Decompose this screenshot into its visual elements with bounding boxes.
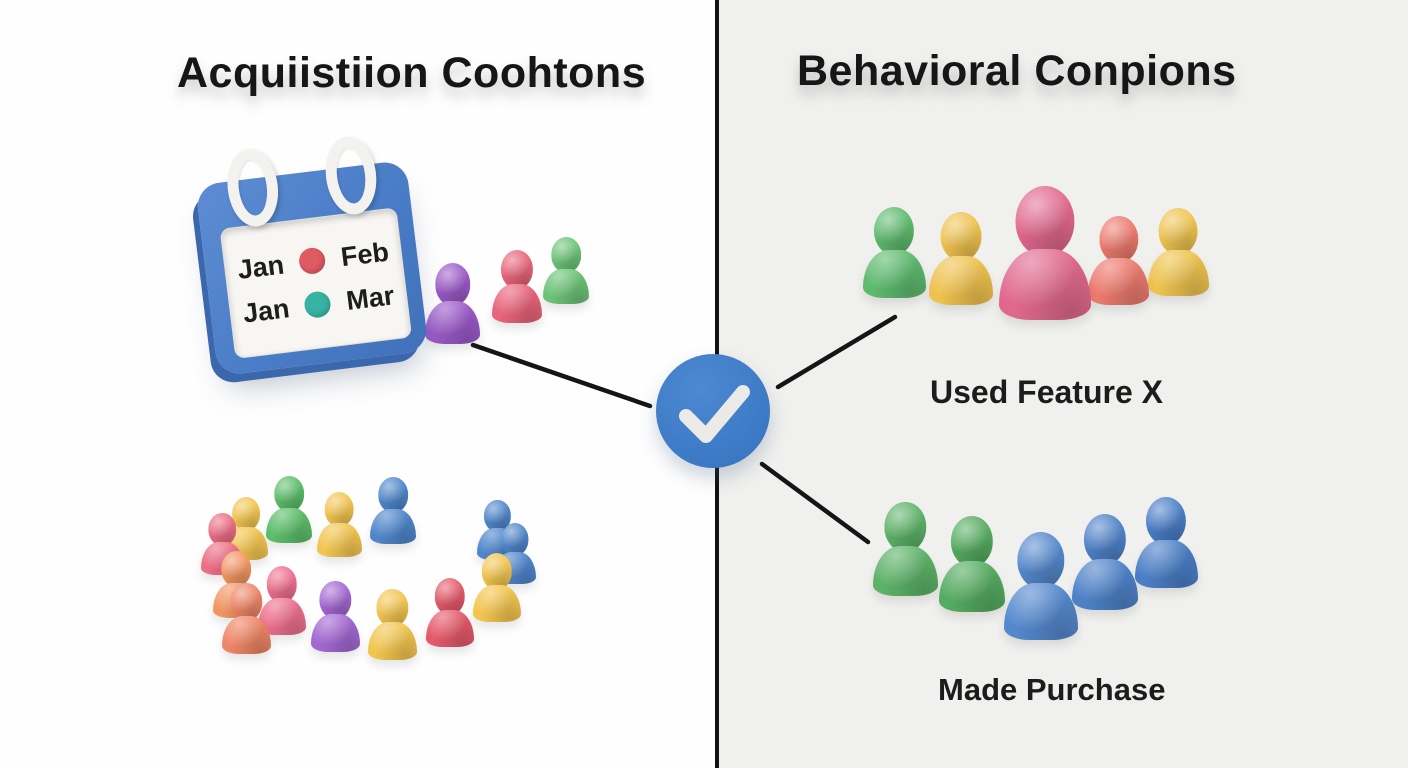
person-head [874,207,915,256]
calendar-month-label: Jan [241,293,292,329]
person-head [434,263,471,306]
calendar-row: Jan Feb [236,236,391,285]
person-head [950,516,994,567]
calendar-month-label: Jan [235,249,286,285]
calendar-row: Jan Mar [241,280,396,329]
person-figure [370,477,417,545]
person-torso [368,622,417,661]
person-head [1099,216,1139,264]
person-head [266,566,297,603]
connector-left-group [470,342,653,409]
person-head [221,551,251,587]
person-torso [939,561,1005,612]
person-head [1017,532,1065,589]
person-figure [873,502,938,597]
person-torso [317,522,362,558]
person-figure [1004,532,1078,640]
person-head [274,476,304,512]
person-figure [258,566,306,636]
person-head [884,502,927,552]
person-head [940,212,982,262]
person-figure [1135,497,1198,589]
person-head [1146,497,1187,546]
person-figure [939,516,1005,612]
person-torso [999,249,1092,321]
person-figure [492,250,543,323]
person-figure [311,581,360,653]
person-figure [1072,514,1138,610]
person-figure [929,212,994,306]
person-head [551,237,581,273]
person-head [208,513,237,547]
person-figure [999,186,1092,321]
person-figure [863,207,926,299]
calendar-month-label: Feb [339,236,391,273]
person-torso [929,255,994,306]
right-panel-background [717,0,1408,768]
person-head [376,589,409,627]
person-torso [1088,257,1150,306]
person-head [1083,514,1127,565]
person-head [325,492,354,527]
left-panel-title: Acquiistiion Coohtons [177,49,647,97]
person-figure [1088,216,1150,306]
person-head [481,553,512,590]
person-torso [222,616,271,655]
person-figure [368,589,417,661]
connector-purchase-group [759,461,871,545]
used-feature-label: Used Feature X [930,374,1163,410]
calendar-illustration: Jan Feb Jan Mar [195,133,429,377]
made-purchase-label: Made Purchase [938,672,1166,707]
connector-feature-group [775,314,898,390]
person-torso [863,249,926,299]
person-head [319,581,352,619]
person-torso [1072,559,1138,610]
person-torso [873,546,938,597]
person-head [1158,208,1198,255]
person-torso [311,614,360,653]
calendar-panel: Jan Feb Jan Mar [219,207,413,359]
person-figure [425,263,481,344]
person-head [501,250,534,289]
person-figure [222,583,271,655]
person-figure [317,492,362,558]
person-figure [1148,208,1209,297]
person-figure [473,553,521,623]
person-torso [492,284,543,323]
person-head [231,497,260,531]
checkmark-badge [656,354,770,468]
person-torso [266,507,313,544]
person-head [230,583,263,621]
person-torso [1135,539,1198,589]
person-figure [266,476,313,544]
person-torso [426,610,474,648]
person-head [1015,186,1075,258]
calendar-month-label: Mar [344,280,396,316]
person-figure [426,578,474,648]
person-torso [370,508,417,545]
person-torso [1148,249,1209,297]
person-figure [543,237,590,305]
calendar-dot-icon [303,290,333,320]
person-torso [425,300,481,344]
person-head [434,578,465,615]
person-torso [543,268,590,305]
person-head [501,523,529,556]
checkmark-icon [679,385,750,443]
person-head [378,477,408,513]
person-torso [1004,582,1078,640]
right-panel-title: Behavioral Conpions [797,47,1237,95]
calendar-dot-icon [298,246,328,276]
person-torso [473,585,521,623]
